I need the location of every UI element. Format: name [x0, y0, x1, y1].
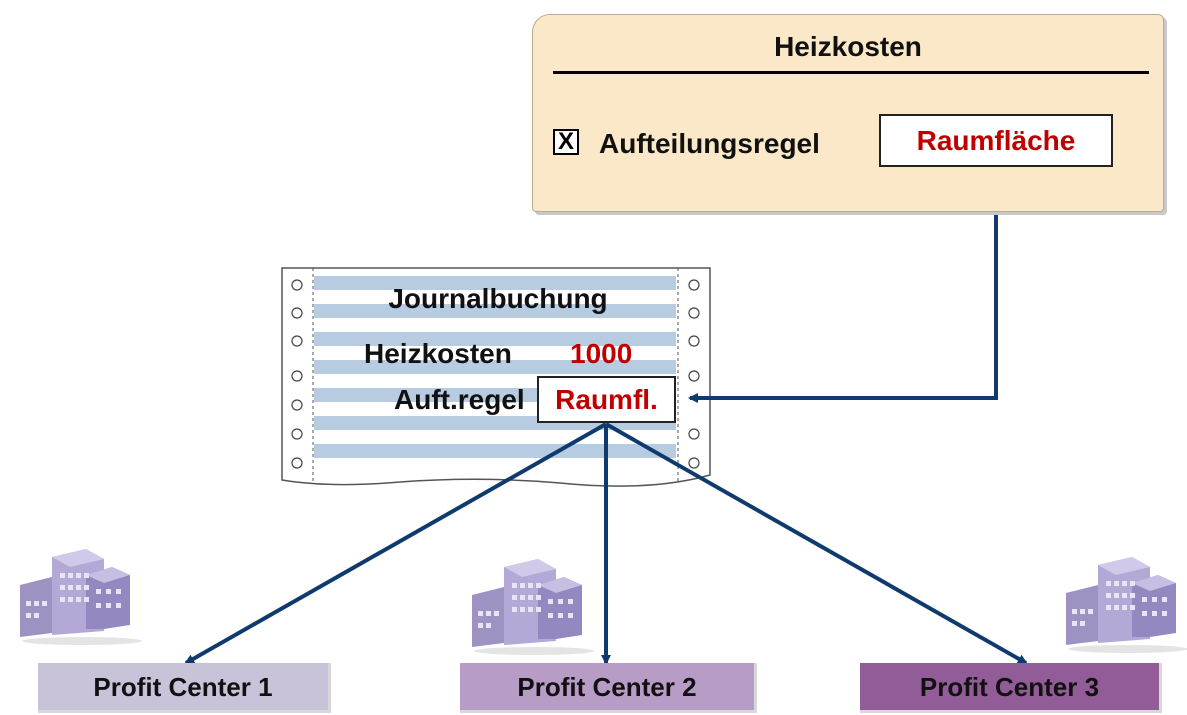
allocation-rule-checkbox[interactable]: X: [553, 129, 579, 155]
journal-rule-field[interactable]: Raumfl.: [537, 376, 676, 423]
cost-type-card: Heizkosten X Aufteilungsregel Raumfläche: [532, 14, 1164, 212]
journal-rule-label: Auft.regel: [394, 384, 525, 415]
allocation-rule-label: Aufteilungsregel: [599, 128, 820, 159]
card-divider: [553, 71, 1149, 74]
building-icon: [20, 549, 142, 645]
building-icon: [472, 559, 594, 655]
journal-cost-value: 1000: [570, 338, 633, 369]
allocation-rule-field[interactable]: Raumfläche: [879, 114, 1113, 167]
perforation-holes: [291, 279, 700, 469]
card-title: Heizkosten: [774, 31, 922, 62]
building-icon: [1066, 557, 1187, 653]
journal-title: Journalbuchung: [388, 283, 608, 314]
arrow-to-profit-center-1: [184, 422, 607, 665]
profit-center-2[interactable]: Profit Center 2: [460, 663, 757, 713]
journal-cost-label: Heizkosten: [364, 338, 512, 369]
rule-transfer-arrow: [688, 168, 998, 403]
profit-center-3[interactable]: Profit Center 3: [860, 663, 1162, 713]
profit-center-1[interactable]: Profit Center 1: [38, 663, 331, 713]
arrow-to-profit-center-3: [605, 422, 1028, 665]
